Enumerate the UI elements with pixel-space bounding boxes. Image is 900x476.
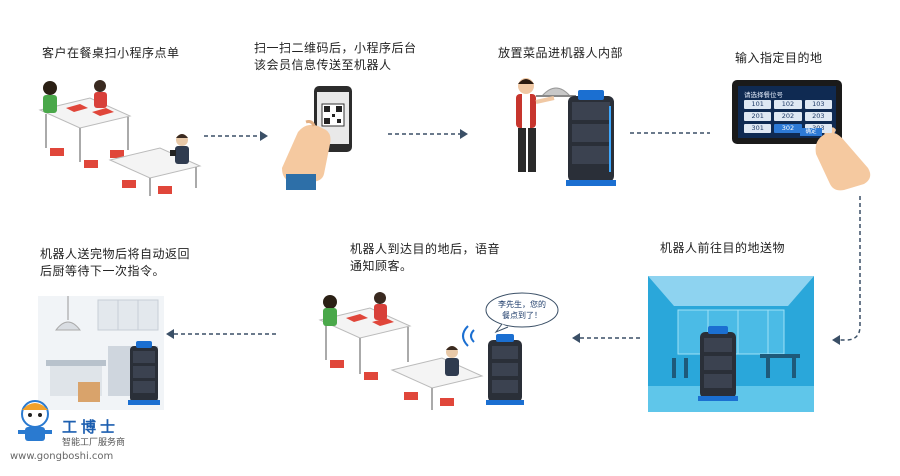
arrow-4-to-5 [832, 196, 861, 345]
tablet-seat-202[interactable]: 202 [774, 112, 802, 121]
scene-restaurant-ordering [38, 80, 202, 196]
step-1-label: 客户在餐桌扫小程序点单 [42, 46, 180, 60]
scene-robot-delivering-room [648, 276, 814, 412]
speech-bubble [485, 292, 559, 334]
speech-bubble-text: 李先生，您的 餐点到了！ [498, 300, 546, 320]
step-5-label: 机器人前往目的地送物 [660, 241, 786, 255]
watermark-name: 工博士 [62, 418, 120, 436]
step-4-label: 输入指定目的地 [735, 51, 823, 65]
scene-robot-arrival-notify [318, 292, 524, 410]
tablet-seat-101[interactable]: 101 [744, 100, 772, 109]
tablet-confirm-button[interactable]: 确定 [800, 128, 822, 136]
watermark-subtitle: 智能工厂服务商 [62, 438, 126, 448]
step-3-label: 放置菜品进机器人内部 [498, 46, 624, 60]
tablet-seat-302[interactable]: 302 [774, 124, 802, 133]
watermark-url: www.gongboshi.com [10, 451, 114, 462]
tablet-seat-203[interactable]: 203 [804, 112, 832, 121]
step-6-label: 机器人到达目的地后，语音 通知顾客。 [350, 242, 501, 273]
arrow-6-to-7 [166, 329, 276, 339]
arrow-3-to-4 [630, 132, 710, 134]
arrow-1-to-2 [204, 131, 268, 141]
tablet-seat-102[interactable]: 102 [774, 100, 802, 109]
scene-kitchen-return [38, 296, 164, 410]
tablet-seat-301[interactable]: 301 [744, 124, 772, 133]
tablet-seat-201[interactable]: 201 [744, 112, 772, 121]
step-7-label: 机器人送完物后将自动返回 后厨等待下一次指令。 [40, 247, 191, 278]
scene-tablet-destination: 请选择餐位号 101 102 103 201 202 203 301 302 3… [730, 78, 880, 193]
scene-waiter-loading-robot [516, 78, 616, 186]
tablet-seat-103[interactable]: 103 [804, 100, 832, 109]
watermark-mascot-icon [18, 400, 52, 441]
arrow-2-to-3 [388, 129, 468, 139]
arrow-5-to-6 [572, 333, 640, 343]
step-2-label: 扫一扫二维码后，小程序后台 该会员信息传送至机器人 [254, 41, 417, 72]
tablet-header: 请选择餐位号 [744, 91, 783, 99]
scene-phone-qr-scan [282, 86, 352, 190]
